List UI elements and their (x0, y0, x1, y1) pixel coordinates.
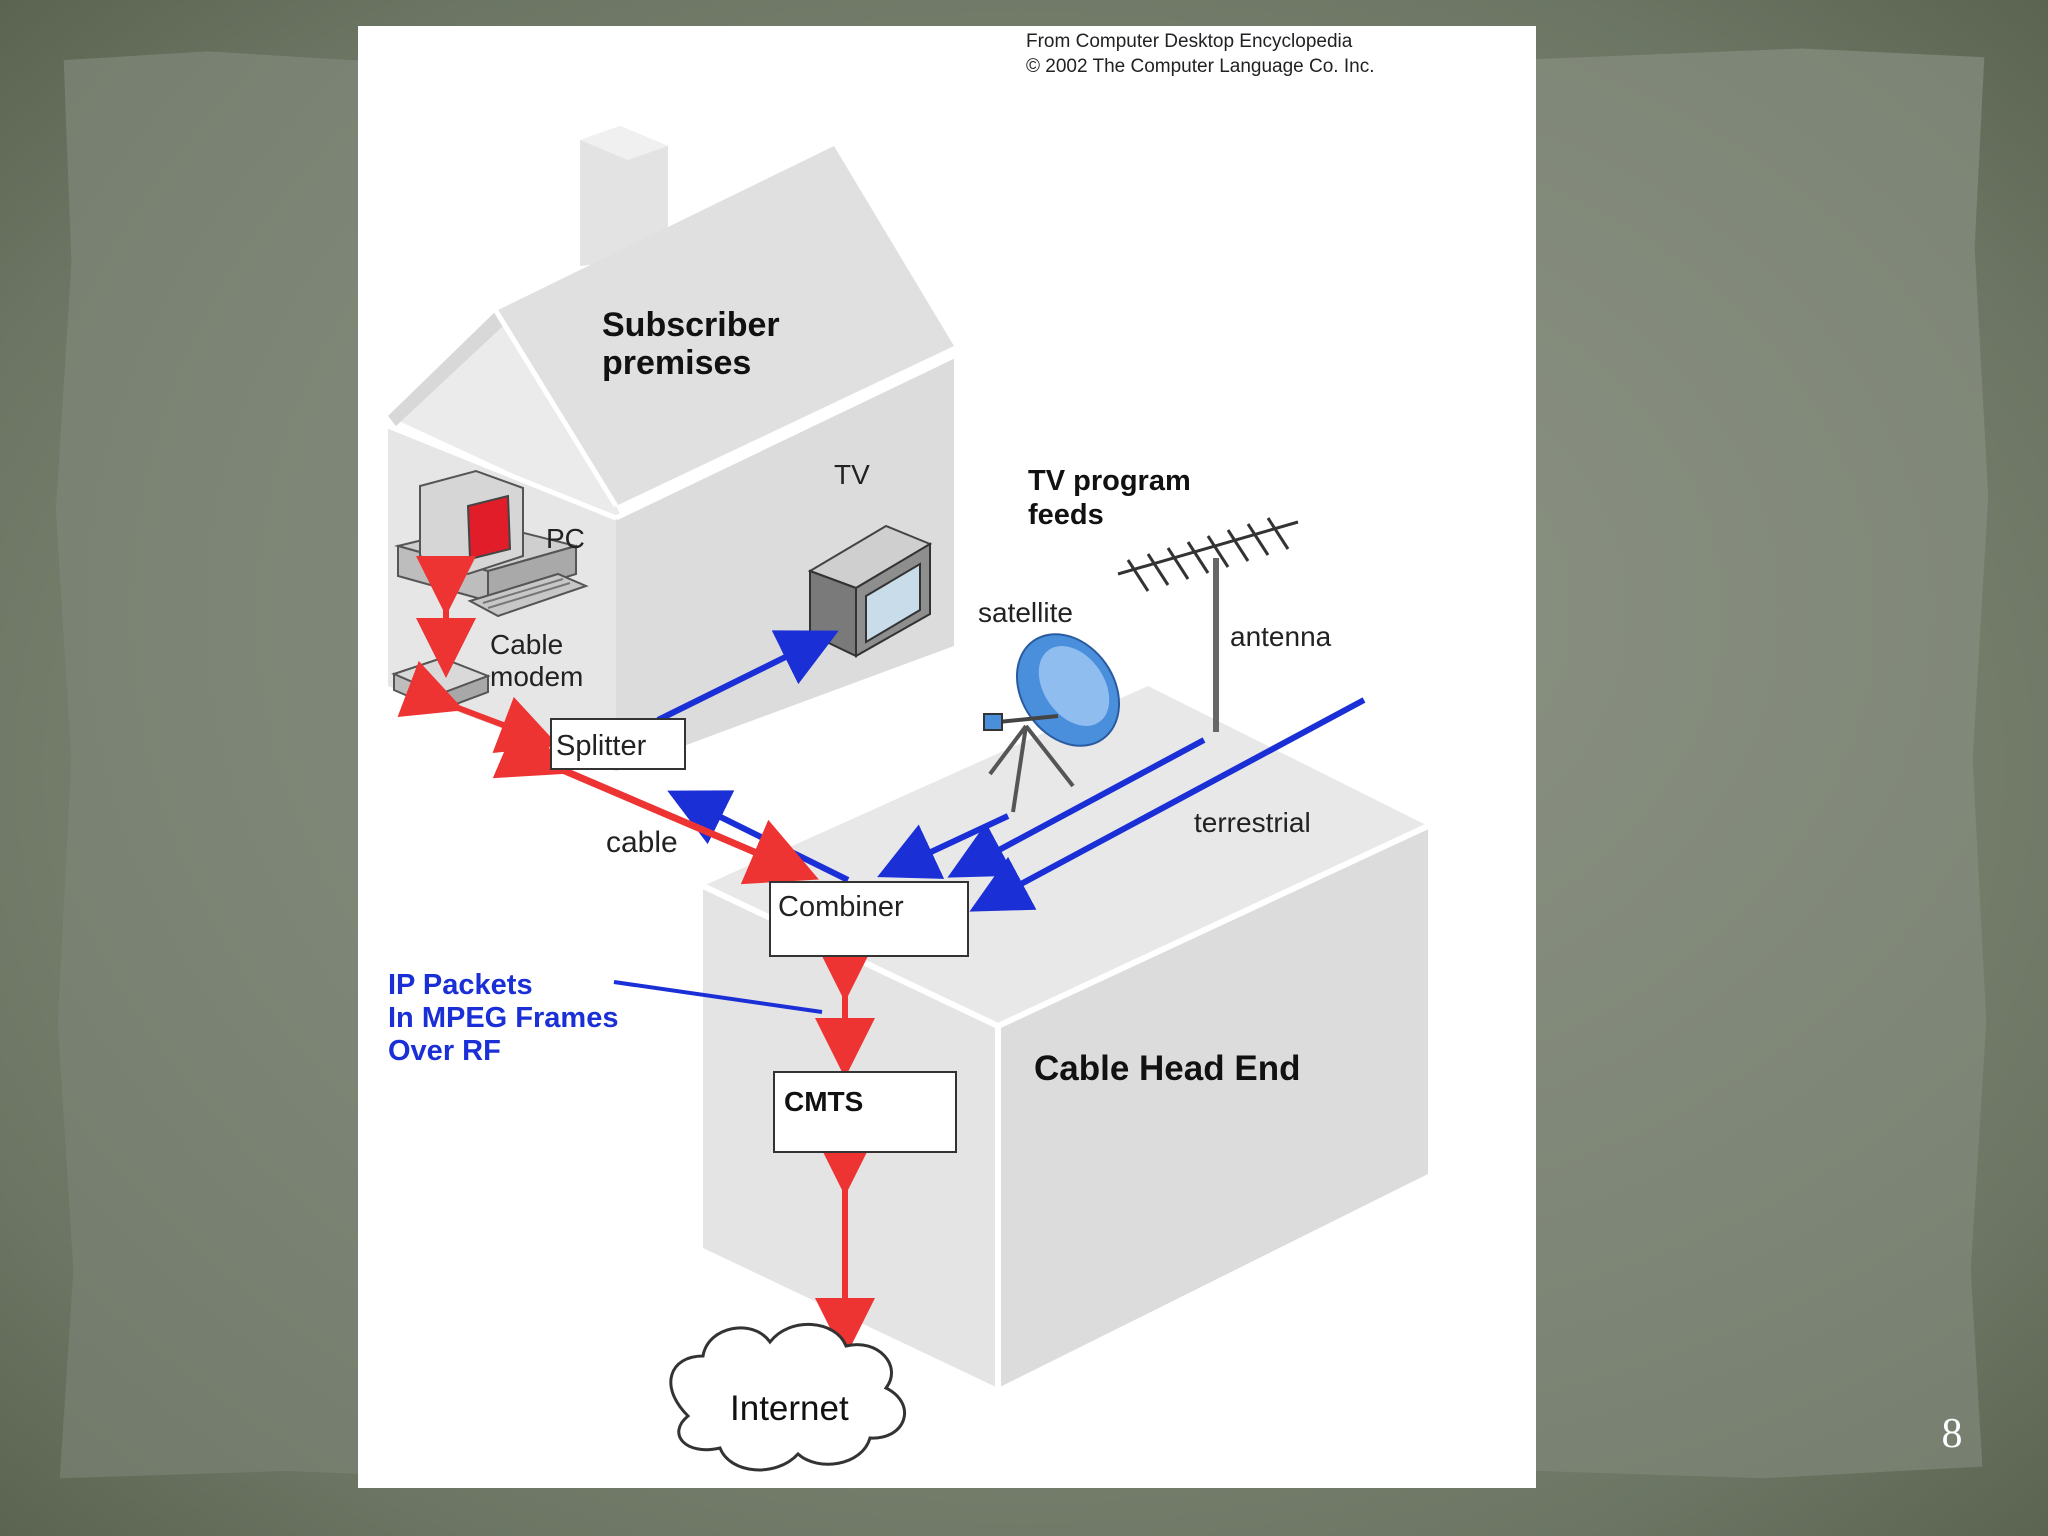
tv-icon (807, 524, 933, 658)
tv-program-feeds-line2: feeds (1028, 499, 1104, 531)
ip-packets-line3: Over RF (388, 1035, 501, 1067)
antenna-label: antenna (1230, 621, 1332, 652)
credit-line-1: From Computer Desktop Encyclopedia (1026, 31, 1353, 52)
satellite-label: satellite (978, 597, 1073, 628)
internet-cloud-icon (669, 1322, 906, 1472)
cable-network-diagram: From Computer Desktop Encyclopedia © 200… (358, 26, 1536, 1488)
page-number: 8 (1941, 1411, 1963, 1457)
subscriber-premises-line1: Subscriber (602, 306, 780, 344)
terrestrial-label: terrestrial (1194, 807, 1311, 838)
cable-label: cable (606, 826, 678, 859)
tv-label: TV (834, 459, 870, 490)
cmts-box (773, 1071, 957, 1153)
antenna-icon (1117, 517, 1299, 732)
ip-packets-line2: In MPEG Frames (388, 1002, 618, 1034)
combiner-label: Combiner (778, 891, 904, 923)
satellite-dish-icon (983, 633, 1121, 813)
ip-packets-pointer (613, 980, 823, 1014)
subscriber-premises-line2: premises (602, 344, 751, 382)
combiner-box (769, 881, 969, 957)
pc-label: PC (546, 523, 585, 554)
ip-packets-line1: IP Packets (388, 969, 533, 1001)
internet-label: Internet (730, 1389, 849, 1428)
cable-modem-label-line1: Cable (490, 629, 563, 660)
cable-modem-label-line2: modem (490, 661, 583, 692)
data-path-arrows (397, 556, 875, 1358)
splitter-label: Splitter (556, 730, 647, 762)
credit-line-2: © 2002 The Computer Language Co. Inc. (1026, 56, 1375, 77)
cable-head-end-label: Cable Head End (1034, 1049, 1300, 1088)
splitter-box (550, 718, 686, 770)
head-end-building (701, 686, 1430, 1388)
tv-program-feeds-line1: TV program (1028, 465, 1191, 497)
cmts-label: CMTS (784, 1086, 863, 1117)
